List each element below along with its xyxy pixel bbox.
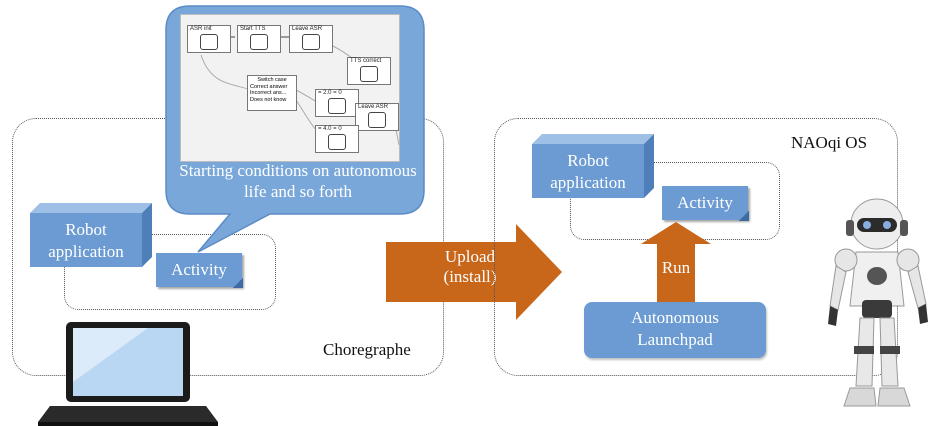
upload-arrow: [386, 224, 562, 320]
flow-node: ASR init: [187, 25, 231, 53]
switch-line: Incorrect ans...: [250, 90, 287, 96]
right-robot-application-box: Robot application: [532, 134, 654, 198]
flow-node: = 4.0 = 0: [315, 125, 359, 153]
switch-case-node: Switch case Correct answer Incorrect ans…: [247, 75, 297, 111]
left-robot-application-label: Robot application: [48, 220, 124, 261]
flow-node: TTS correct: [347, 57, 391, 85]
autonomous-launchpad-box: Autonomous Launchpad: [584, 302, 766, 358]
naoqi-container: [494, 118, 898, 376]
right-activity-label: Activity: [677, 193, 733, 212]
switch-line: Does not know: [250, 96, 287, 103]
left-inner-container: [64, 234, 276, 310]
flow-diagram-screenshot: ASR init Start TTS Leave ASR TTS correct…: [180, 14, 400, 162]
naoqi-os-label: NAOqi OS: [791, 133, 868, 152]
choregraphe-label: Choregraphe: [323, 340, 411, 359]
switch-case-title: Switch case: [257, 77, 287, 83]
flow-node: Leave ASR: [355, 103, 399, 131]
left-robot-application-box: Robot application: [30, 203, 152, 267]
right-robot-application-label: Robot application: [550, 151, 626, 192]
left-activity-label: Activity: [171, 260, 227, 279]
flow-node: Start TTS: [237, 25, 281, 53]
left-activity-box: Activity: [156, 253, 243, 288]
autonomous-launchpad-label: Autonomous Launchpad: [631, 308, 719, 349]
bubble-text: Starting conditions on autonomous life a…: [179, 161, 417, 201]
install-label: (install): [443, 267, 497, 286]
switch-line: Correct answer: [250, 83, 288, 90]
flow-node: Leave ASR: [289, 25, 333, 53]
run-label: Run: [661, 258, 691, 277]
laptop-icon: [38, 322, 218, 426]
flow-node: = 2.0 = 0: [315, 89, 359, 117]
nao-robot-icon: [828, 198, 928, 407]
run-arrow: [641, 222, 711, 304]
upload-label: Upload: [444, 247, 496, 266]
right-activity-box: Activity: [662, 186, 749, 221]
